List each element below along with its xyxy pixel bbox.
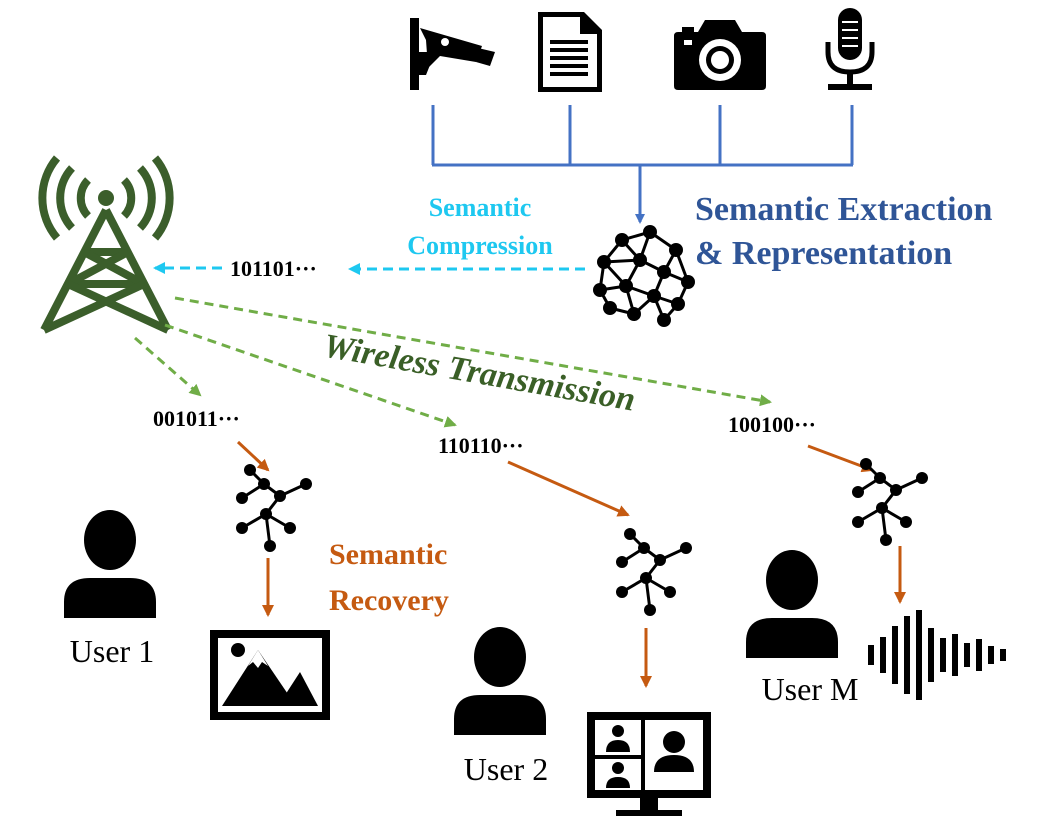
wireless-arrows: [134, 296, 772, 428]
semantic-compression-label-line1: Semantic: [429, 193, 532, 222]
person-icon: [64, 510, 156, 618]
source-aggregation-lines: [431, 105, 854, 224]
semantic-extraction-label-line1: Semantic Extraction: [695, 191, 993, 228]
user1-label: User 1: [70, 633, 154, 669]
semantic-recovery-label-line2: Recovery: [329, 584, 449, 617]
photo-camera-icon: [674, 20, 766, 90]
microphone-icon: [825, 8, 875, 90]
semantic-compression-label-line2: Compression: [407, 231, 553, 260]
cctv-camera-icon: [410, 18, 495, 90]
bits-user1: 001011···: [153, 406, 240, 431]
document-icon: [538, 12, 602, 92]
video-conference-icon: [587, 712, 711, 816]
landscape-image-icon: [210, 630, 330, 720]
neural-network-icon: [593, 225, 695, 327]
person-icon: [746, 550, 838, 658]
bits-user2: 110110···: [438, 433, 524, 458]
tree-network-icon: [234, 462, 314, 554]
wireless-transmission-label: Wireless Transmission: [321, 327, 638, 418]
bits-userM: 100100···: [728, 412, 816, 437]
radio-tower-icon: [38, 155, 174, 334]
tree-network-icon: [614, 526, 694, 618]
person-icon: [454, 627, 546, 735]
user2-label: User 2: [464, 751, 548, 787]
semantic-recovery-label-line1: Semantic: [329, 538, 447, 571]
audio-wave-icon: [868, 610, 1006, 700]
semantic-extraction-label-line2: & Representation: [695, 235, 952, 272]
bits-tower: 101101···: [230, 256, 317, 281]
tree-network-icon: [850, 456, 930, 548]
userM-label: User M: [762, 671, 859, 707]
